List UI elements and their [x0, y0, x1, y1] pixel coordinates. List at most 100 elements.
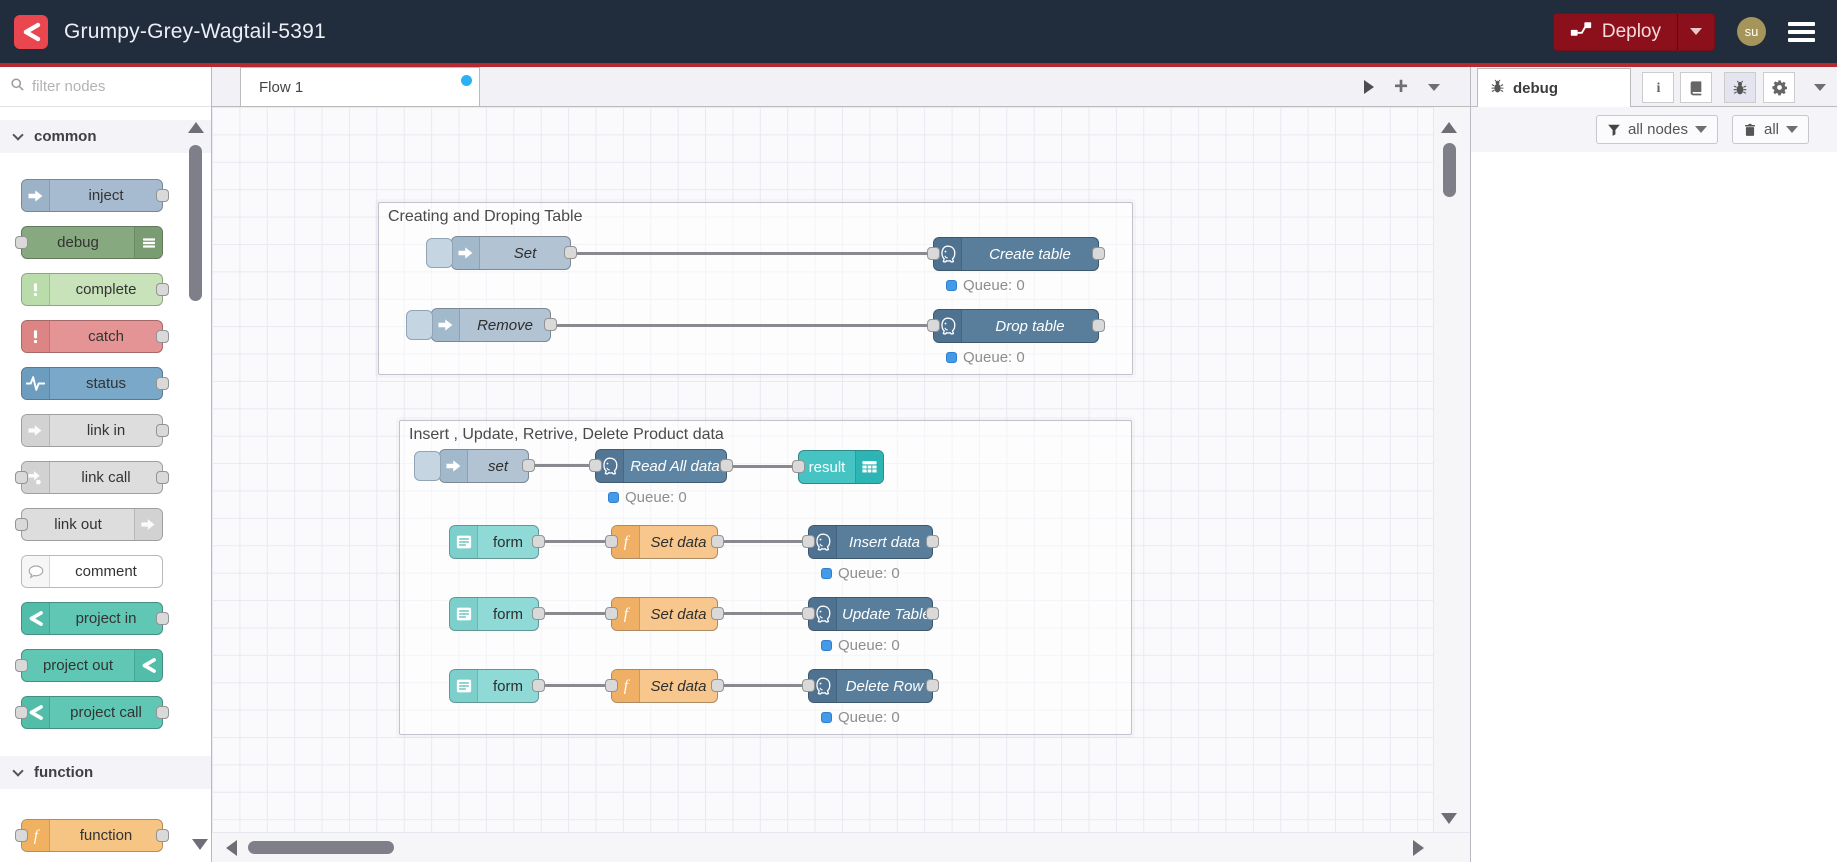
input-port[interactable] — [927, 319, 940, 332]
output-port[interactable] — [156, 329, 169, 343]
flow-node-delete-row[interactable]: Delete Row — [802, 669, 939, 703]
output-port[interactable] — [926, 679, 939, 692]
tab-debug[interactable]: debug — [1477, 68, 1631, 107]
canvas-scroll-down-button[interactable] — [1441, 813, 1457, 824]
canvas-hscrollbar-thumb[interactable] — [248, 841, 394, 854]
output-port[interactable] — [156, 188, 169, 202]
canvas-vertical-scrollbar[interactable] — [1433, 107, 1470, 832]
palette-scrollbar-thumb[interactable] — [189, 145, 202, 301]
wire[interactable] — [723, 612, 807, 615]
flow-node-read-all-data[interactable]: Read All data — [589, 449, 733, 483]
input-port[interactable] — [15, 517, 28, 531]
flow-node-form[interactable]: form — [449, 597, 545, 631]
wire[interactable] — [544, 684, 610, 687]
canvas-scroll-right-button[interactable] — [1413, 840, 1424, 856]
output-port[interactable] — [156, 470, 169, 484]
input-port[interactable] — [605, 607, 618, 620]
config-nodes-tab-button[interactable] — [1763, 72, 1795, 103]
input-port[interactable] — [15, 235, 28, 249]
input-port[interactable] — [15, 470, 28, 484]
wire[interactable] — [576, 252, 932, 255]
palette-node-status[interactable]: status — [21, 367, 169, 400]
output-port[interactable] — [1092, 247, 1105, 260]
flow-node-form[interactable]: form — [449, 669, 545, 703]
input-port[interactable] — [802, 679, 815, 692]
output-port[interactable] — [720, 459, 733, 472]
main-menu-button[interactable] — [1788, 21, 1823, 42]
info-tab-button[interactable]: i — [1642, 72, 1674, 103]
canvas-scroll-up-button[interactable] — [1441, 122, 1457, 133]
input-port[interactable] — [15, 658, 28, 672]
wire[interactable] — [732, 465, 797, 468]
flow-node-insert-data[interactable]: Insert data — [802, 525, 939, 559]
palette-node-comment[interactable]: comment — [21, 555, 163, 588]
output-port[interactable] — [564, 246, 577, 259]
output-port[interactable] — [156, 423, 169, 437]
input-port[interactable] — [15, 828, 28, 842]
input-port[interactable] — [792, 460, 805, 473]
flow-node-set[interactable]: set — [414, 449, 535, 483]
inject-trigger-button[interactable] — [414, 451, 441, 481]
inject-trigger-button[interactable] — [426, 238, 453, 268]
palette-category-function[interactable]: function — [0, 756, 211, 789]
wire[interactable] — [544, 540, 610, 543]
output-port[interactable] — [156, 705, 169, 719]
output-port[interactable] — [711, 535, 724, 548]
input-port[interactable] — [802, 607, 815, 620]
output-port[interactable] — [522, 459, 535, 472]
palette-node-inject[interactable]: inject — [21, 179, 169, 212]
canvas-scroll-left-button[interactable] — [226, 840, 237, 856]
output-port[interactable] — [156, 376, 169, 390]
output-port[interactable] — [156, 828, 169, 842]
palette-node-project-call[interactable]: project call — [15, 696, 169, 729]
wire[interactable] — [556, 324, 932, 327]
palette-scroll-down-button[interactable] — [192, 839, 208, 850]
output-port[interactable] — [544, 318, 557, 331]
output-port[interactable] — [926, 607, 939, 620]
deploy-button[interactable]: Deploy — [1552, 12, 1715, 51]
input-port[interactable] — [927, 247, 940, 260]
output-port[interactable] — [156, 611, 169, 625]
input-port[interactable] — [605, 679, 618, 692]
flow-list-button[interactable] — [1428, 83, 1440, 91]
add-flow-button[interactable]: + — [1393, 73, 1408, 100]
canvas-horizontal-scrollbar[interactable] — [212, 832, 1470, 862]
tab-scroll-right-button[interactable] — [1363, 80, 1374, 94]
output-port[interactable] — [711, 607, 724, 620]
canvas-vscrollbar-thumb[interactable] — [1443, 143, 1456, 197]
output-port[interactable] — [156, 282, 169, 296]
flow-group-creating-and-droping-table[interactable]: Creating and Droping Table — [378, 202, 1133, 375]
input-port[interactable] — [15, 705, 28, 719]
wire[interactable] — [534, 464, 594, 467]
output-port[interactable] — [1092, 319, 1105, 332]
sidebar-menu-button[interactable] — [1814, 84, 1826, 91]
palette-node-project-in[interactable]: project in — [21, 602, 169, 635]
output-port[interactable] — [532, 535, 545, 548]
flow-node-form[interactable]: form — [449, 525, 545, 559]
palette-filter-input[interactable] — [32, 78, 182, 95]
input-port[interactable] — [605, 535, 618, 548]
palette-scroll-up-button[interactable] — [188, 122, 204, 133]
flow-node-update-table[interactable]: Update Table — [802, 597, 939, 631]
flow-node-result[interactable]: result — [792, 450, 884, 484]
debug-tab-button[interactable] — [1724, 72, 1756, 103]
help-tab-button[interactable] — [1680, 72, 1712, 103]
debug-filter-button[interactable]: all nodes — [1595, 115, 1718, 144]
flow-node-drop-table[interactable]: Drop table — [927, 309, 1105, 343]
tab-flow-1[interactable]: Flow 1 — [240, 67, 480, 106]
inject-trigger-button[interactable] — [406, 310, 433, 340]
flow-node-set[interactable]: Set — [426, 236, 577, 270]
flow-node-create-table[interactable]: Create table — [927, 237, 1105, 271]
output-port[interactable] — [532, 679, 545, 692]
palette-category-common[interactable]: common — [0, 120, 211, 153]
output-port[interactable] — [532, 607, 545, 620]
wire[interactable] — [723, 684, 807, 687]
output-port[interactable] — [926, 535, 939, 548]
output-port[interactable] — [711, 679, 724, 692]
input-port[interactable] — [589, 459, 602, 472]
wire[interactable] — [723, 540, 807, 543]
